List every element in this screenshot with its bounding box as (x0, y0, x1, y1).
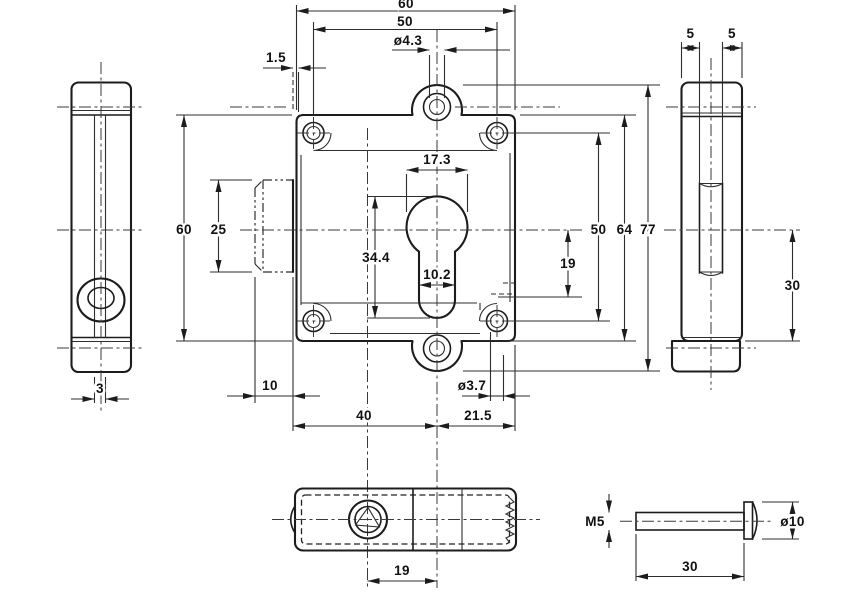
dim-overall-width: 60 (398, 0, 414, 11)
dim-face-offset: 1.5 (266, 50, 286, 65)
dim-corner-hole-dia: ø3.7 (458, 378, 487, 393)
screw-head-dome (751, 501, 758, 540)
corner-boss-arc (313, 132, 332, 152)
dim-span-right: 21.5 (464, 408, 492, 423)
dim-keyhole-circle-dia: 17.3 (423, 152, 451, 167)
dim-bolt-offset: 10 (262, 378, 278, 393)
dim-head-dia: ø10 (780, 514, 804, 529)
bolt-phantom (254, 178, 295, 274)
dim-lower-section-height: 30 (785, 278, 801, 293)
dim-shaft-length: 30 (682, 559, 698, 574)
front-view: 60 50 ø4.3 1.5 60 25 17.3 (174, 0, 660, 588)
bottom-view: 19 (272, 487, 540, 584)
screw-view: M5 ø10 30 (583, 494, 807, 581)
spindle-hole (354, 506, 381, 528)
right-side-view: 5 5 30 (664, 24, 803, 390)
dim-overall-height: 77 (640, 222, 656, 237)
right-view-body (680, 81, 744, 343)
dim-follower-offset: 19 (560, 256, 576, 271)
corner-screw-holes (297, 117, 513, 337)
dim-span-left: 40 (356, 408, 372, 423)
dim-keyhole-height: 34.4 (362, 250, 390, 265)
dim-keyhole-slot-width: 10.2 (423, 267, 451, 282)
dim-case-height: 60 (176, 222, 192, 237)
dim-wall-left: 5 (687, 26, 695, 41)
dim-hole-spacing-h: 50 (397, 14, 413, 29)
screw-head (743, 501, 754, 540)
dim-case-height-full: 64 (617, 222, 633, 237)
dim-hole-spacing-v: 50 (591, 222, 607, 237)
cylinder-keyhole (405, 195, 469, 320)
bolt-tip (289, 505, 296, 534)
left-side-view: 3 (57, 62, 145, 414)
dim-wall-right: 5 (728, 26, 736, 41)
dim-bolt-thickness: 3 (96, 381, 104, 396)
dim-thread: M5 (585, 514, 605, 529)
dim-tab-hole-dia: ø4.3 (394, 33, 423, 48)
dim-bolt-height: 25 (211, 222, 227, 237)
dim-spindle-offset: 19 (394, 563, 410, 578)
right-view-lower-block (670, 339, 742, 373)
